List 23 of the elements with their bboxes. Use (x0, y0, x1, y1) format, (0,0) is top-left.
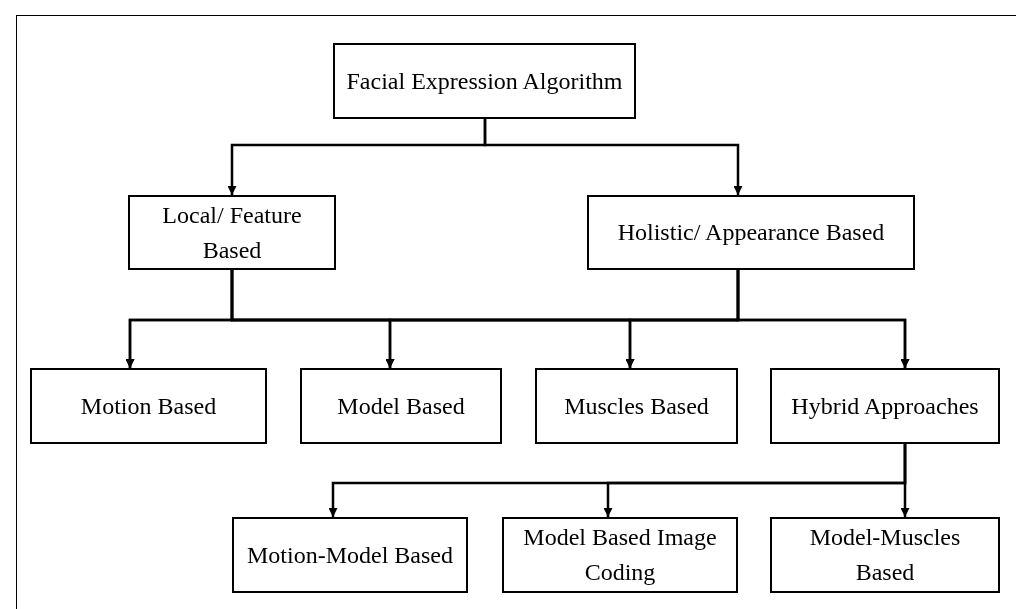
process-box (502, 517, 738, 593)
process-box (300, 368, 502, 444)
process-box (333, 43, 636, 119)
process-box (30, 368, 267, 444)
box-label: Model Based (337, 391, 465, 421)
arrow (483, 119, 743, 195)
box-label: Muscles Based (564, 391, 709, 421)
box-label: Holistic/ Appearance Based (617, 218, 885, 248)
process-box (770, 517, 1000, 593)
process-box (535, 368, 738, 444)
process-box (128, 195, 336, 270)
arrow (736, 270, 910, 368)
process-box (770, 368, 1000, 444)
process-box (232, 517, 468, 593)
box-label: Motion-Model Based (247, 540, 453, 570)
arrow (900, 444, 910, 517)
box-label: Motion Based (80, 391, 217, 421)
box-label: Model-Muscles Based (808, 523, 962, 587)
box-label: Hybrid Approaches (791, 391, 979, 421)
process-box (587, 195, 915, 270)
box-label: Facial Expression Algorithm (346, 66, 623, 96)
box-label: Local/ Feature Based (161, 200, 303, 265)
box-label: Model Based Image Coding (522, 523, 718, 587)
